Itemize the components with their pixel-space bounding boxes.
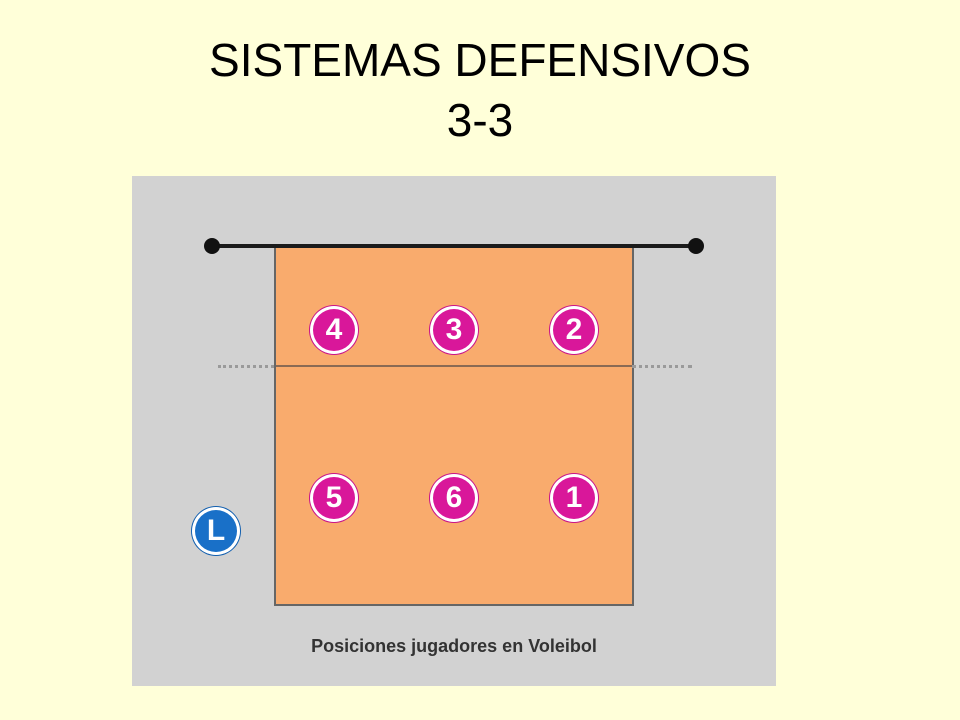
- page-title: SISTEMAS DEFENSIVOS 3-3: [0, 30, 960, 150]
- player-position-1: 1: [550, 474, 598, 522]
- attack-line-extension-left: [218, 365, 274, 368]
- player-position-3: 3: [430, 306, 478, 354]
- libero-player: L: [192, 507, 240, 555]
- player-position-5: 5: [310, 474, 358, 522]
- net-post-left: [204, 238, 220, 254]
- player-position-4: 4: [310, 306, 358, 354]
- title-line-2: 3-3: [446, 94, 514, 146]
- net-post-right: [688, 238, 704, 254]
- volleyball-court-diagram: 4 3 2 5 6 1 L Posiciones jugadores en Vo…: [132, 176, 776, 686]
- attack-line: [276, 365, 632, 367]
- court-half: 4 3 2 5 6 1: [274, 248, 634, 606]
- title-line-1: SISTEMAS DEFENSIVOS: [209, 34, 751, 86]
- player-position-6: 6: [430, 474, 478, 522]
- player-position-2: 2: [550, 306, 598, 354]
- net-line: [212, 244, 697, 248]
- diagram-caption: Posiciones jugadores en Voleibol: [311, 636, 597, 656]
- attack-line-extension-right: [632, 365, 692, 368]
